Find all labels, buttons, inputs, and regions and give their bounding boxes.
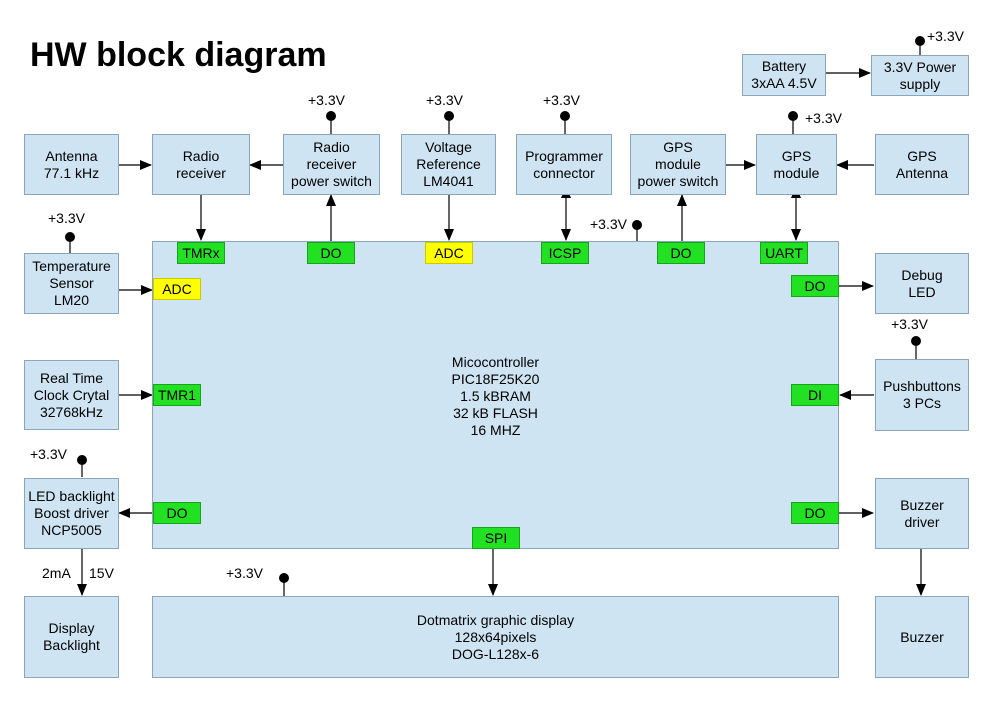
- power-supply-block: 3.3V Power supply: [871, 55, 969, 96]
- pin-do-led: DO: [153, 502, 201, 524]
- supply-label-gps: +3.3V: [805, 110, 842, 126]
- pin-do-debug: DO: [791, 275, 839, 297]
- temperature-sensor-block: Temperature Sensor LM20: [24, 253, 119, 314]
- rtc-crystal-block: Real Time Clock Crytal 32768kHz: [24, 360, 119, 430]
- led-driver-block: LED backlight Boost driver NCP5005: [24, 478, 119, 549]
- diagram-title: HW block diagram: [30, 36, 327, 74]
- supply-label-buttons: +3.3V: [891, 316, 928, 332]
- display-backlight-block: Display Backlight: [24, 596, 119, 678]
- debug-led-block: Debug LED: [875, 253, 969, 314]
- pin-adc-vref: ADC: [425, 242, 473, 264]
- supply-label-led: +3.3V: [30, 446, 67, 462]
- pin-tmr1: TMR1: [153, 384, 201, 406]
- supply-label-radio: +3.3V: [308, 92, 345, 108]
- pin-icsp: ICSP: [541, 242, 589, 264]
- voltage-reference-block: Voltage Reference LM4041: [401, 134, 496, 195]
- buzzer-block: Buzzer: [875, 596, 969, 678]
- pin-uart: UART: [760, 242, 808, 264]
- battery-block: Battery 3xAA 4.5V: [742, 54, 826, 96]
- supply-label-power: +3.3V: [927, 28, 964, 44]
- current-label: 2mA: [42, 565, 71, 581]
- pin-spi: SPI: [472, 527, 520, 549]
- supply-label-prog: +3.3V: [543, 92, 580, 108]
- supply-label-vref: +3.3V: [426, 92, 463, 108]
- radio-power-switch-block: Radio receiver power switch: [283, 134, 380, 195]
- supply-label-mcu: +3.3V: [590, 216, 627, 232]
- microcontroller-block: Micocontroller PIC18F25K20 1.5 kBRAM 32 …: [152, 241, 839, 549]
- pin-do-buzzer: DO: [791, 502, 839, 524]
- supply-label-display: +3.3V: [226, 565, 263, 581]
- pushbuttons-block: Pushbuttons 3 PCs: [875, 359, 969, 431]
- voltage-label: 15V: [89, 565, 114, 581]
- radio-receiver-block: Radio receiver: [152, 134, 250, 195]
- supply-label-temp: +3.3V: [48, 210, 85, 226]
- antenna-block: Antenna 77.1 kHz: [24, 134, 119, 195]
- programmer-connector-block: Programmer connector: [516, 134, 612, 195]
- pin-adc-temp: ADC: [153, 278, 201, 300]
- gps-power-switch-block: GPS module power switch: [630, 134, 726, 195]
- gps-antenna-block: GPS Antenna: [875, 134, 969, 195]
- gps-module-block: GPS module: [756, 134, 837, 195]
- pin-di-buttons: DI: [791, 384, 839, 406]
- pin-tmrx: TMRx: [177, 242, 225, 264]
- pin-do-gps: DO: [657, 242, 705, 264]
- pin-do-radio: DO: [307, 242, 355, 264]
- buzzer-driver-block: Buzzer driver: [875, 478, 969, 549]
- power-dots: [65, 36, 925, 583]
- dotmatrix-display-block: Dotmatrix graphic display 128x64pixels D…: [152, 596, 839, 678]
